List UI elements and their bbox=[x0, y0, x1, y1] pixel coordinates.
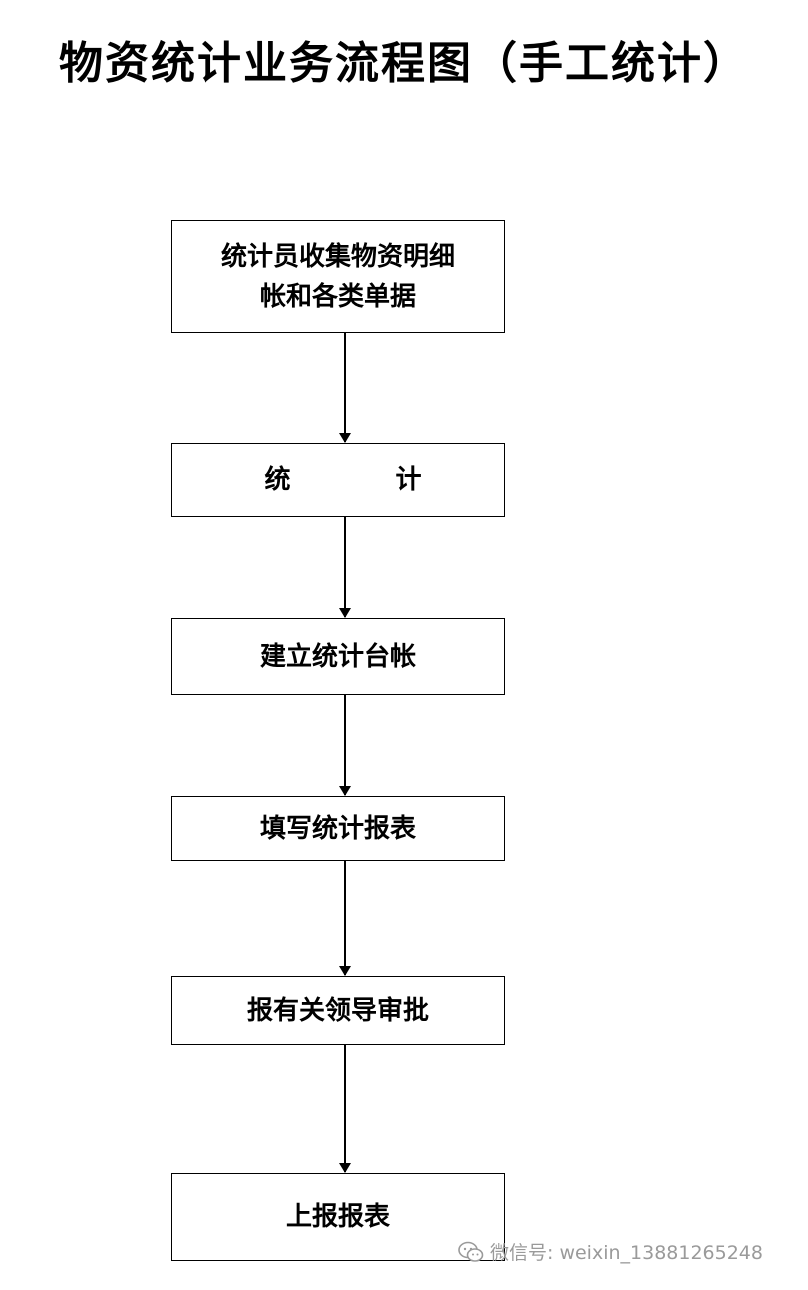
step-box-submit-report: 上报报表 bbox=[171, 1173, 505, 1261]
step-box-statistics: 统 计 bbox=[171, 443, 505, 517]
step-3-label: 建立统计台帐 bbox=[259, 641, 416, 672]
step-box-leader-approval: 报有关领导审批 bbox=[171, 976, 505, 1045]
step-5-label: 报有关领导审批 bbox=[246, 995, 429, 1026]
step-1-line-1: 统计员收集物资明细 bbox=[220, 241, 455, 272]
watermark: 微信号: weixin_13881265248 bbox=[458, 1238, 763, 1265]
step-box-collect-documents: 统计员收集物资明细 帐和各类单据 bbox=[171, 220, 505, 333]
step-box-fill-report: 填写统计报表 bbox=[171, 796, 505, 861]
step-6-label: 上报报表 bbox=[285, 1202, 390, 1232]
step-box-build-ledger: 建立统计台帐 bbox=[171, 618, 505, 695]
step-4-label: 填写统计报表 bbox=[259, 813, 416, 844]
step-2-label: 统 计 bbox=[264, 465, 422, 495]
step-1-line-2: 帐和各类单据 bbox=[259, 281, 416, 312]
wechat-icon bbox=[458, 1241, 484, 1262]
diagram-title: 物资统计业务流程图（手工统计） bbox=[59, 38, 749, 89]
watermark-text: 微信号: weixin_13881265248 bbox=[490, 1242, 763, 1264]
